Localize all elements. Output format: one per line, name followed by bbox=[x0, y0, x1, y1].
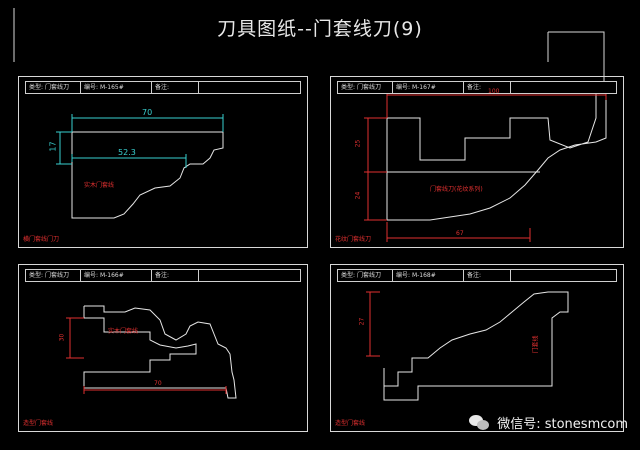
material-label: 实木门套线 bbox=[108, 328, 139, 335]
panel-header: 类型: 门套线刀 编号: M-165# 备注: bbox=[25, 81, 301, 94]
material-label: 门套线刀(花纹系列) bbox=[430, 186, 483, 193]
blank-cell bbox=[511, 82, 616, 93]
dimension-height: 30 bbox=[58, 333, 66, 342]
type-cell: 类型: 门套线刀 bbox=[26, 270, 81, 281]
panel-footer: 花纹门套线刀 bbox=[335, 236, 372, 243]
dimension-lines-1 bbox=[56, 114, 224, 168]
drawing-panel-1[interactable]: 类型: 门套线刀 编号: M-165# 备注: 横门套线门刀 bbox=[18, 76, 308, 248]
profile-shape-4 bbox=[383, 291, 569, 401]
dimension-lines-3 bbox=[66, 317, 227, 394]
note-cell: 备注: bbox=[152, 270, 199, 281]
watermark: 微信号: stonesmcom bbox=[469, 413, 628, 432]
code-cell: 编号: M-166# bbox=[81, 270, 152, 281]
dimension-width: 70 bbox=[142, 108, 153, 117]
type-cell: 类型: 门套线刀 bbox=[338, 270, 393, 281]
dimension-lines-4 bbox=[366, 291, 380, 357]
blank-cell bbox=[199, 270, 300, 281]
dimension-lower: 24 bbox=[354, 191, 362, 200]
profile-shape-3 bbox=[83, 305, 237, 399]
note-cell: 备注: bbox=[152, 82, 199, 93]
drawing-panel-4[interactable]: 类型: 门套线刀 编号: M-168# 备注: 造型门套线 bbox=[330, 264, 624, 432]
panel-header: 类型: 门套线刀 编号: M-168# 备注: bbox=[337, 269, 617, 282]
code-cell: 编号: M-165# bbox=[81, 82, 152, 93]
blank-cell bbox=[199, 82, 300, 93]
panel-header: 类型: 门套线刀 编号: M-167# 备注: bbox=[337, 81, 617, 94]
type-cell: 类型: 门套线刀 bbox=[26, 82, 81, 93]
panel-footer: 造型门套线 bbox=[335, 420, 366, 427]
panel-footer: 横门套线门刀 bbox=[23, 236, 60, 243]
code-cell: 编号: M-168# bbox=[393, 270, 464, 281]
title-bracket bbox=[13, 8, 605, 88]
dimension-width: 70 bbox=[154, 380, 162, 387]
dimension-bottom: 67 bbox=[456, 230, 464, 237]
dimension-height: 17 bbox=[48, 141, 58, 152]
page-title: 刀具图纸--门套线刀(9) bbox=[217, 18, 423, 40]
wechat-icon bbox=[469, 414, 491, 431]
note-cell: 备注: bbox=[464, 82, 511, 93]
material-label: 实木门套线 bbox=[84, 182, 115, 189]
profile-shape-1 bbox=[71, 131, 224, 219]
code-cell: 编号: M-167# bbox=[393, 82, 464, 93]
dimension-upper: 25 bbox=[354, 139, 362, 148]
dimension-height: 27 bbox=[358, 317, 366, 326]
blank-cell bbox=[511, 270, 616, 281]
dimension-inner: 52.3 bbox=[118, 148, 136, 157]
panel-header: 类型: 门套线刀 编号: M-166# 备注: bbox=[25, 269, 301, 282]
drawing-panel-2[interactable]: 类型: 门套线刀 编号: M-167# 备注: 花纹门套线刀 bbox=[330, 76, 624, 248]
drawing-panel-3[interactable]: 类型: 门套线刀 编号: M-166# 备注: 造型门套线 bbox=[18, 264, 308, 432]
material-label: 门套线 bbox=[532, 335, 540, 354]
panel-footer: 造型门套线 bbox=[23, 420, 54, 427]
note-cell: 备注: bbox=[464, 270, 511, 281]
watermark-text: 微信号: stonesmcom bbox=[497, 417, 628, 432]
dimension-lines-2 bbox=[364, 88, 607, 242]
dimension-width: 100 bbox=[488, 88, 500, 95]
type-cell: 类型: 门套线刀 bbox=[338, 82, 393, 93]
